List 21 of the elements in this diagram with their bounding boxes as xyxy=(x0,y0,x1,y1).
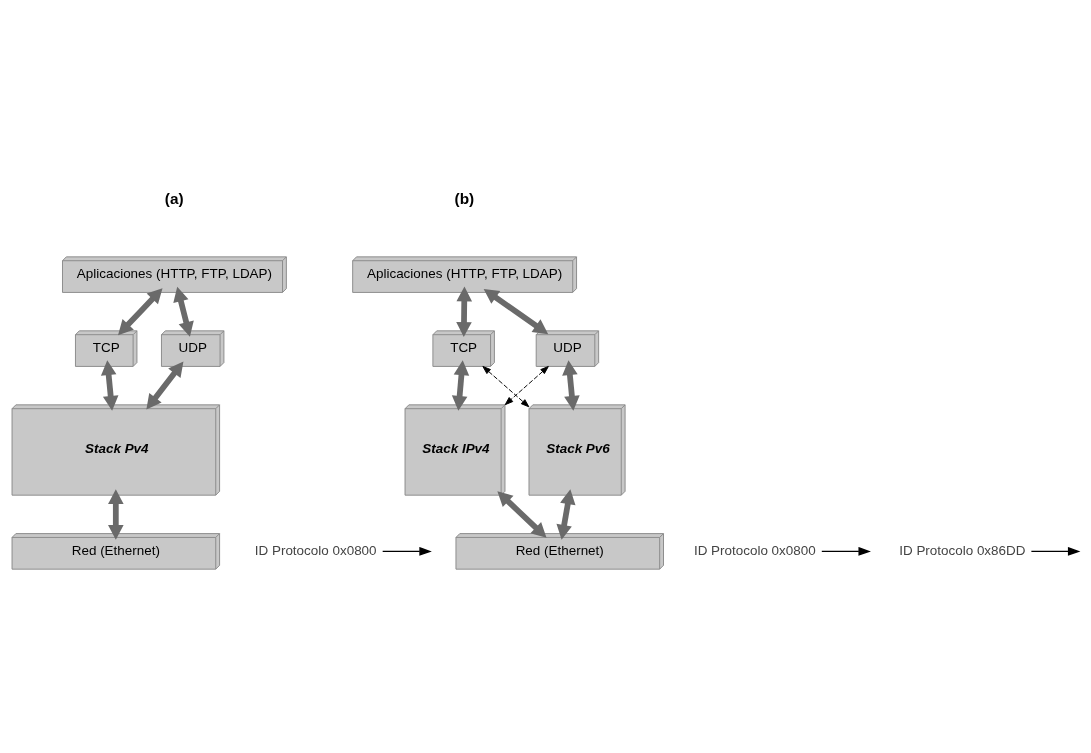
arrow xyxy=(821,547,871,556)
arrow xyxy=(173,286,194,337)
arrow xyxy=(451,360,470,411)
arrow xyxy=(504,366,549,406)
arrow xyxy=(100,360,119,411)
arrow xyxy=(1030,547,1081,556)
label: (a) xyxy=(164,189,184,207)
arrow xyxy=(381,547,432,556)
arrow xyxy=(562,360,580,411)
arrow xyxy=(456,286,473,337)
arrow xyxy=(483,288,549,335)
arrow xyxy=(146,361,184,410)
arrow xyxy=(497,491,547,538)
arrow xyxy=(108,489,124,540)
label: (b) xyxy=(454,189,475,207)
arrow xyxy=(118,288,163,336)
node-text: ID Protocolo 0x0800 xyxy=(254,542,377,558)
node-text: ID Protocolo 0x0800 xyxy=(693,542,816,558)
arrow xyxy=(556,489,576,540)
node-text: ID Protocolo 0x86DD xyxy=(899,542,1026,558)
arrow xyxy=(482,366,530,408)
